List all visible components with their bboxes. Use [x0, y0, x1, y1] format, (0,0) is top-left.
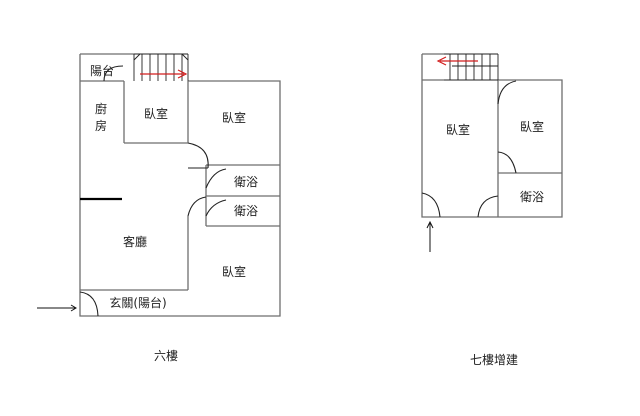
right-bottom-bedroom-label: 臥室 [222, 264, 246, 279]
floor7-entry-arrow [426, 220, 434, 252]
bathroom-2-label: 衛浴 [234, 204, 258, 218]
floor6-walls [79, 53, 281, 317]
floor7-stairs [444, 53, 499, 81]
kitchen-label-2: 房 [95, 118, 107, 133]
floor7-plan: 臥室 臥室 衛浴 [421, 53, 563, 252]
floor7-bathroom-label: 衛浴 [520, 190, 544, 204]
balcony-label: 陽台 [90, 63, 114, 78]
floor7-right-bedroom-label: 臥室 [520, 119, 544, 134]
floor7-caption: 七樓增建 [470, 352, 518, 367]
floor7-large-bedroom-label: 臥室 [446, 122, 470, 137]
small-bedroom-label: 臥室 [144, 106, 168, 121]
living-room-label: 客廳 [123, 234, 147, 249]
kitchen-label-1: 廚 [95, 101, 107, 116]
entrance-label: 玄關(陽台) [109, 295, 166, 310]
floor7-stair-arrow [436, 56, 478, 66]
floor6-caption: 六樓 [154, 348, 178, 363]
floor6-entry-arrow [37, 304, 77, 312]
floor7-doors [421, 80, 517, 218]
floor6-stair-arrow [140, 69, 188, 79]
right-top-bedroom-label: 臥室 [222, 110, 246, 125]
bathroom-1-label: 衛浴 [234, 175, 258, 189]
floor6-doors [79, 65, 227, 317]
floor6-plan: 陽台 廚 房 臥室 臥室 衛浴 衛浴 客廳 臥室 玄關(陽台) [37, 53, 281, 317]
